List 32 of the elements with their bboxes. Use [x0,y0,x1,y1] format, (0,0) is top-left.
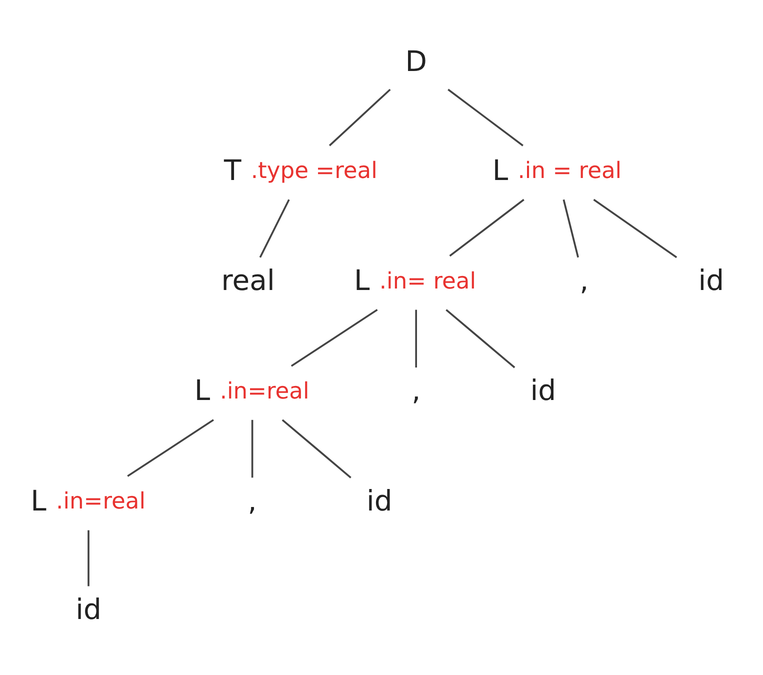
node-text: T [224,153,242,186]
node-text: , [580,263,589,296]
connector [328,88,391,146]
connector [448,88,524,146]
connector [282,418,352,478]
node-text: L [194,374,210,407]
node-text: , [412,374,421,407]
connector [127,418,214,476]
node-label: .type =real [250,158,378,184]
connector [446,308,516,368]
node-label: .in = real [518,158,622,184]
node-text: id [698,263,724,296]
connector [88,530,90,586]
node-text: id [366,484,392,517]
node-label: .in=real [56,488,146,514]
node-label: .in=real [220,378,310,404]
connector [562,198,579,258]
connector [259,198,290,258]
node-text: real [221,263,275,296]
connector [415,309,418,367]
connector [593,198,678,258]
node-text: id [76,592,102,626]
connector [290,308,378,366]
node-text: L [492,153,508,186]
node-text: L [354,263,370,296]
connector [251,419,254,478]
node-text: , [248,484,257,517]
node-text: D [405,44,427,78]
connector [449,198,524,256]
node-text: id [530,374,556,407]
node-label: .in= real [379,268,476,294]
node-text: L [30,484,46,517]
